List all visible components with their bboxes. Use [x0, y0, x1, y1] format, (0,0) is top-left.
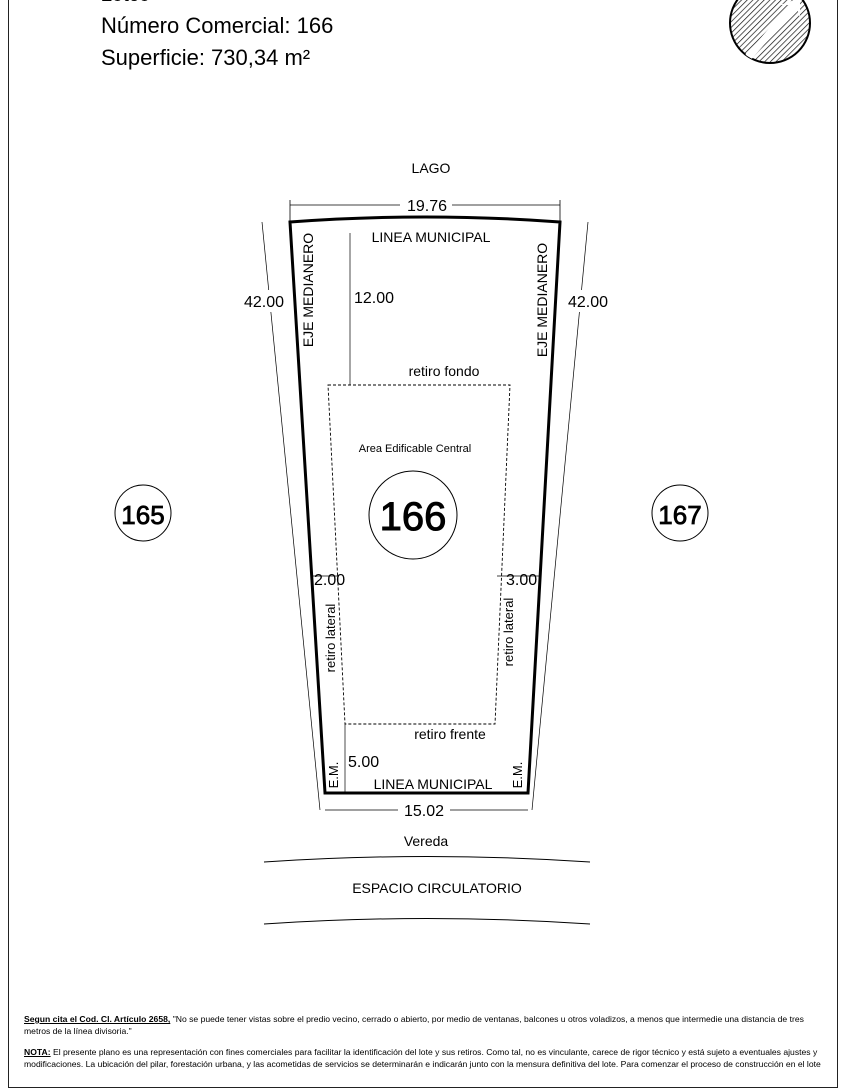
right-length-label: 42.00: [568, 294, 608, 311]
back-setback-value: 12.00: [354, 290, 394, 307]
back-setback-label: retiro fondo: [409, 363, 480, 379]
sidewalk-curb-line: [263, 856, 591, 863]
bottom-right-party-wall-label: E.M.: [510, 762, 525, 789]
front-setback-label: retiro frente: [414, 726, 486, 742]
dim-label-bg: [400, 196, 452, 212]
front-setback-value: 5.00: [348, 754, 379, 771]
sidewalk-label: Vereda: [404, 833, 449, 849]
commercial-number: Número Comercial: 166: [101, 13, 334, 38]
dim-label-bg: [398, 801, 450, 817]
top-width-label: 19.76: [407, 198, 447, 215]
citation-text: "No se puede tener vistas sobre el predi…: [24, 1014, 804, 1036]
right-lot-circle: [651, 484, 709, 542]
north-arrow-icon: [729, 0, 811, 64]
left-length-label: 42.00: [244, 294, 284, 311]
top-municipal-line-label: LINEA MUNICIPAL: [372, 229, 491, 245]
bottom-left-party-wall-label: E.M.: [326, 762, 341, 789]
street-edge-line: [263, 918, 591, 925]
left-lot-circle: [114, 484, 172, 542]
street-label: ESPACIO CIRCULATORIO: [352, 880, 522, 896]
buildable-area: [327, 384, 511, 725]
left-dimension-line: [261, 221, 321, 811]
note-key: NOTA:: [24, 1047, 51, 1057]
lot-plan: LAGO 19.76 42.00 42.00 LINEA MUNICIPAL E…: [114, 0, 811, 925]
right-setback-label: retiro lateral: [501, 598, 516, 667]
disclaimer-note: NOTA: El presente plano es una represent…: [24, 1046, 824, 1070]
left-party-wall-label: EJE MEDIANERO: [300, 233, 316, 347]
bottom-municipal-line-label: LINEA MUNICIPAL: [374, 776, 493, 792]
left-setback-value: 2.00: [314, 572, 345, 589]
legal-citation: Segun cita el Cod. Cl. Artículo 2658, "N…: [24, 1013, 824, 1037]
left-lot-number: 165: [121, 500, 164, 530]
top-neighbor-label: LAGO: [412, 160, 451, 176]
dim-label-bg: [562, 290, 612, 312]
bottom-width-label: 15.02: [404, 803, 444, 820]
buildable-area-label: Area Edificable Central: [359, 443, 472, 455]
subdivision-title: Loteo: [101, 0, 150, 9]
dim-label-bg: [238, 290, 288, 312]
right-lot-number: 167: [658, 500, 701, 530]
lot-area: Superficie: 730,34 m²: [101, 45, 311, 70]
left-setback-label: retiro lateral: [323, 604, 338, 673]
lot-number-circle: [368, 470, 458, 560]
citation-key: Segun cita el Cod. Cl. Artículo 2658,: [24, 1014, 171, 1024]
lot-boundary: [288, 215, 562, 795]
right-setback-value: 3.00: [506, 572, 537, 589]
right-dimension-line: [531, 221, 589, 811]
notes-block: Segun cita el Cod. Cl. Artículo 2658, "N…: [24, 1013, 824, 1079]
right-party-wall-label: EJE MEDIANERO: [534, 243, 550, 357]
lot-number: 166: [380, 495, 447, 539]
note-text: El presente plano es una representación …: [24, 1047, 821, 1069]
